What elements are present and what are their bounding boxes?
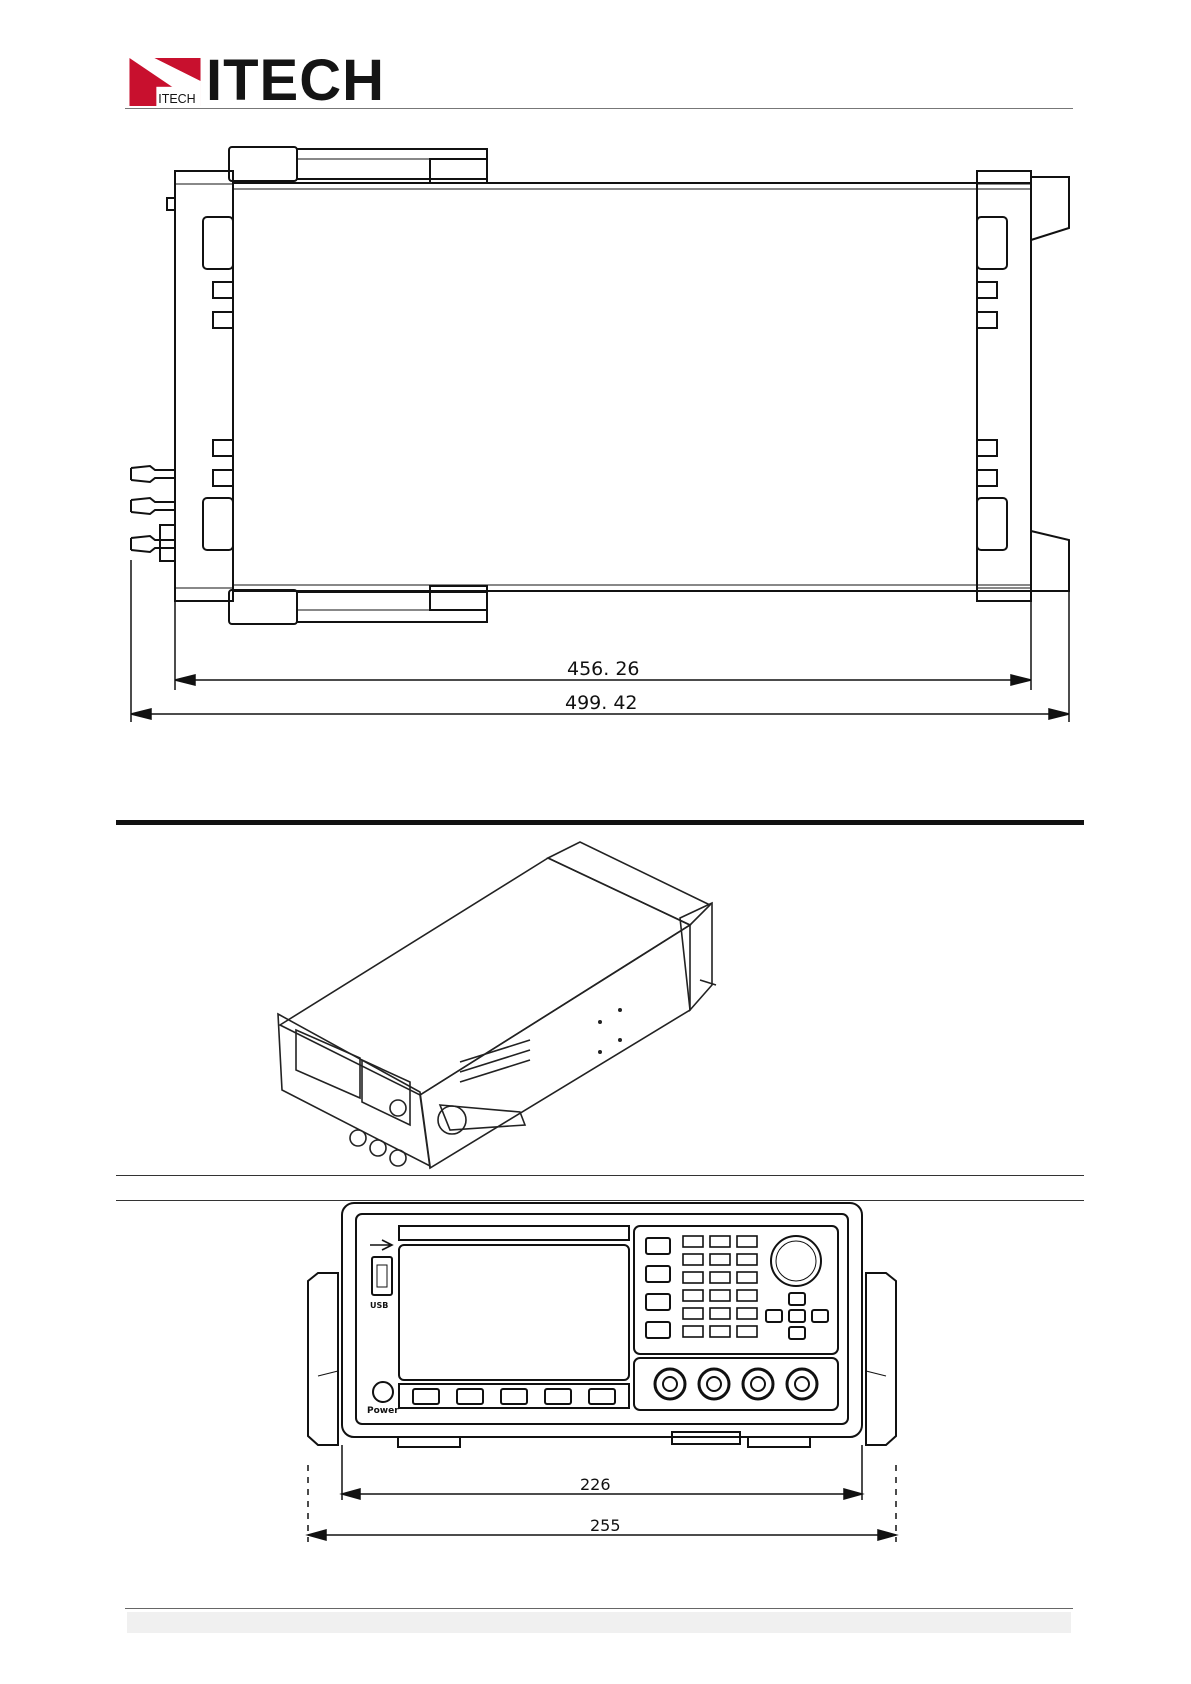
- front-terminal-area: [634, 1358, 838, 1410]
- power-button: [373, 1382, 393, 1402]
- front-left-handle: [308, 1273, 338, 1445]
- usb-label: USB: [370, 1301, 388, 1310]
- footer-band: [127, 1612, 1071, 1633]
- front-rotary-knob: [771, 1236, 821, 1286]
- front-keypad: [634, 1226, 838, 1354]
- usb-port: [372, 1257, 392, 1295]
- front-view-dim-outer: 255: [590, 1516, 621, 1535]
- footer-rule: [125, 1608, 1073, 1609]
- front-view-dim-inner: 226: [580, 1475, 611, 1494]
- power-label: Power: [367, 1406, 399, 1416]
- front-display: [399, 1245, 629, 1380]
- front-status-strip: [399, 1226, 629, 1240]
- front-right-handle: [866, 1273, 896, 1445]
